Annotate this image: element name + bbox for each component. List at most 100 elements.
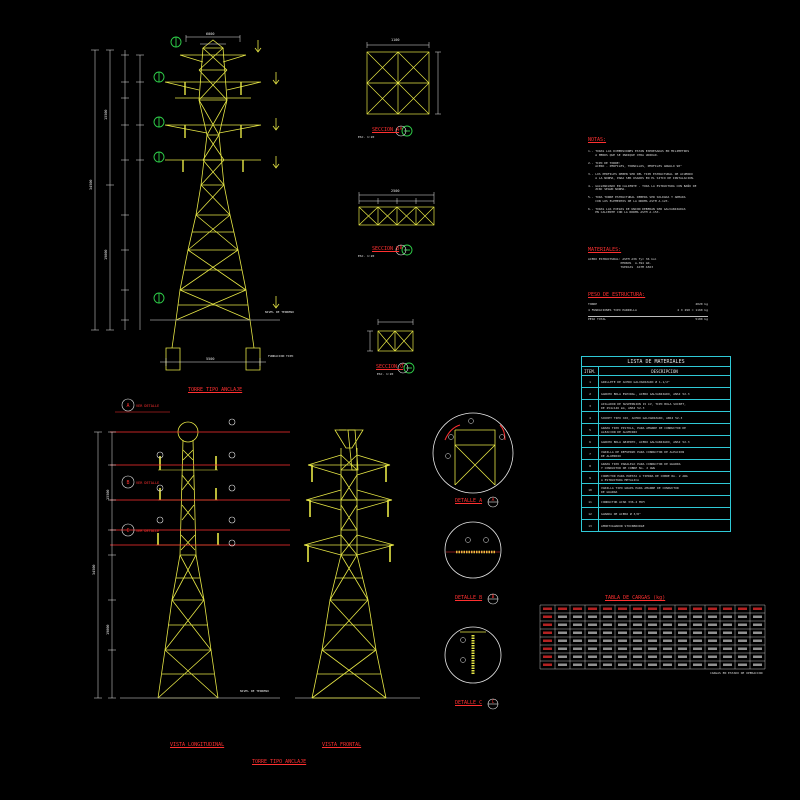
loads-table-cell xyxy=(693,623,702,626)
loads-table-cell xyxy=(663,639,672,642)
loads-table-cell xyxy=(723,655,732,658)
loads-table-cell xyxy=(753,647,762,650)
note-item: 5.- TODA TORRE ESTRUCTURAL DEBERA SER SO… xyxy=(588,195,686,203)
section-c-dims xyxy=(367,319,414,352)
svg-text:34500: 34500 xyxy=(92,564,96,575)
loads-table-cell xyxy=(693,647,702,650)
loads-table-cell xyxy=(723,623,732,626)
svg-text:A: A xyxy=(126,403,129,409)
conductors-longitudinal xyxy=(110,411,290,546)
loads-table-cell xyxy=(558,615,567,618)
svg-text:ESC. 1:20: ESC. 1:20 xyxy=(358,254,374,258)
svg-text:2500: 2500 xyxy=(391,189,399,193)
detail-letter-circles xyxy=(395,125,499,710)
loads-table-cell xyxy=(708,639,717,642)
loads-table-cell xyxy=(723,631,732,634)
loads-table-cell xyxy=(663,623,672,626)
title-section-b: SECCION B xyxy=(372,246,400,252)
title-detail-c: DETALLE C xyxy=(455,700,483,706)
loads-table-cell xyxy=(543,655,552,658)
material-item-number: 4 xyxy=(580,411,600,424)
loads-table-cell xyxy=(543,647,552,650)
tower-longitudinal xyxy=(156,421,220,699)
svg-text:C: C xyxy=(492,699,495,705)
svg-text:VER DETALLE: VER DETALLE xyxy=(136,481,159,485)
materials-line: ACERO ESTRUCTURAL: ASTM A36 fy= 36 ksi xyxy=(588,257,657,261)
material-item-number: 3 xyxy=(580,399,600,412)
loads-table-cell xyxy=(633,607,642,610)
svg-text:15500: 15500 xyxy=(104,109,108,120)
loads-table-cell xyxy=(738,607,747,610)
loads-table-cell xyxy=(663,663,672,666)
weight-rows: TORRE 4020 kg 4 FUNDACIONES TIPO PARRILL… xyxy=(588,302,708,321)
loads-table-cell xyxy=(633,623,642,626)
material-item-number: 5 xyxy=(580,423,600,436)
material-item-description: GRAPA TIPO PARALELO PARA CONDUCTOR DE GU… xyxy=(598,459,731,472)
loads-table-cell xyxy=(543,663,552,666)
svg-text:15500: 15500 xyxy=(106,489,110,500)
loads-table-footnote: CARGAS EN ESTADO DE OPERACION xyxy=(710,671,763,675)
loads-table-cell xyxy=(618,647,627,650)
loads-table-cell xyxy=(648,623,657,626)
detail-b xyxy=(444,521,502,579)
material-item-description: GANCHO BOLA ABIERTO, ACERO GALVANIZADO, … xyxy=(598,435,731,448)
tower-top-elevation xyxy=(164,39,262,371)
material-item-number: 12 xyxy=(580,507,600,520)
green-markers xyxy=(153,36,415,374)
loads-table-cell xyxy=(693,615,702,618)
loads-table-cell xyxy=(633,663,642,666)
title-top-elevation: TORRE TIPO ANCLAJE xyxy=(188,387,243,393)
material-item-description: GRAPA TIPO PISTOLA, PARA AMARRE DE CONDU… xyxy=(598,423,731,436)
loads-table-cell xyxy=(573,647,582,650)
svg-text:A: A xyxy=(400,126,403,132)
note-item: 4.- GALVANIZADO EN CALIENTE - TODA LA ES… xyxy=(588,183,697,192)
detail-letters: A B C A B C xyxy=(400,126,495,705)
loads-table-cell xyxy=(558,631,567,634)
loads-table-cell xyxy=(558,647,567,650)
loads-table-cell xyxy=(663,631,672,634)
loads-table-cell xyxy=(678,623,687,626)
loads-table-cell xyxy=(573,631,582,634)
loads-table-cell xyxy=(663,655,672,658)
loads-table-cell xyxy=(633,615,642,618)
loads-table-cell xyxy=(708,615,717,618)
materials-line: TUERCAS ASTM A563 xyxy=(588,264,654,269)
loads-table-cell xyxy=(738,615,747,618)
loads-table-cell xyxy=(678,647,687,650)
material-item-description: AISLADOR DE SUSPENSION 15 kV, TIPO BOLA … xyxy=(598,399,731,412)
weight-row: TORRE 4020 kg xyxy=(588,302,708,307)
loads-table-cell xyxy=(708,647,717,650)
materials-line: PERNOS A-394 GR. xyxy=(588,260,652,265)
materials-lines: ACERO ESTRUCTURAL: ASTM A36 fy= 36 ksi P… xyxy=(588,257,657,269)
loads-table-cell xyxy=(573,655,582,658)
loads-table-cell xyxy=(648,639,657,642)
svg-text:B: B xyxy=(400,245,403,251)
loads-table-cell xyxy=(693,663,702,666)
loads-table-cell xyxy=(708,655,717,658)
yellow-arrows xyxy=(254,40,280,309)
notes-heading: NOTAS: xyxy=(588,137,607,143)
note-item: 2.- TIPO DE TORRE: ACERO - PERFILES, TOR… xyxy=(588,160,682,169)
svg-text:A: A xyxy=(492,497,495,503)
loads-table-cell xyxy=(663,607,672,610)
weight-value: 5180 kg xyxy=(695,316,708,321)
loads-table-cell xyxy=(588,607,597,610)
loads-table-cell xyxy=(678,615,687,618)
svg-text:FUNDACION TIPO: FUNDACION TIPO xyxy=(268,354,293,358)
weight-label: PESO TOTAL xyxy=(588,316,607,321)
weight-value: 4020 kg xyxy=(695,302,708,306)
dim-text-top: 34500 15500 19000 6000 5500 NIVEL DE TER… xyxy=(89,32,294,361)
title-section-a: SECCION A xyxy=(372,127,400,133)
dims-longitudinal xyxy=(94,431,116,699)
title-longitudinal: VISTA LONGITUDINAL xyxy=(170,742,225,748)
loads-table-cell xyxy=(708,663,717,666)
dim-text-long: 34500 15500 19000 NIVEL DE TERRENO xyxy=(92,489,269,693)
loads-table-cell xyxy=(633,647,642,650)
loads-table-cell xyxy=(723,647,732,650)
loads-table-cell xyxy=(573,639,582,642)
title-detail-b: DETALLE B xyxy=(455,595,483,601)
loads-table-cell xyxy=(753,623,762,626)
loads-table-cell xyxy=(603,607,612,610)
